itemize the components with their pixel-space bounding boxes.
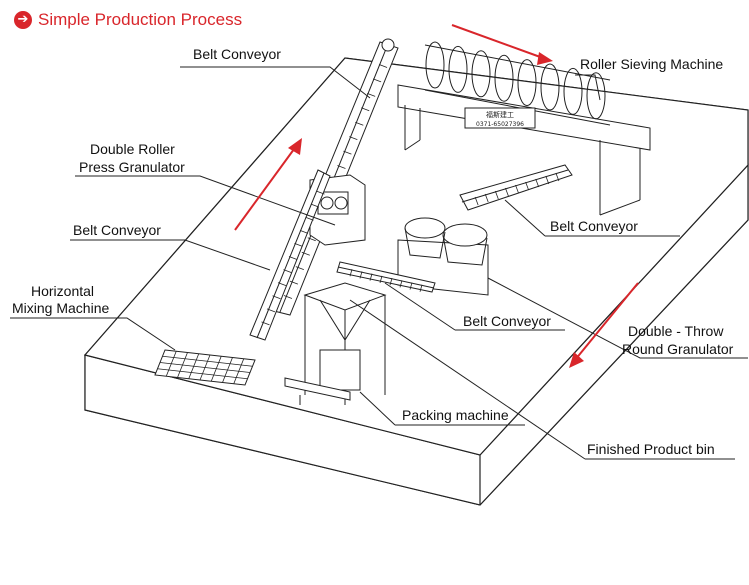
label-belt-conveyor-right: Belt Conveyor — [550, 218, 638, 234]
label-belt-conveyor-left: Belt Conveyor — [73, 222, 161, 238]
flow-arrows — [234, 24, 639, 368]
label-horizontal-mixing-1: Horizontal — [31, 283, 95, 299]
label-finished-product-bin: Finished Product bin — [587, 441, 715, 457]
packing-machine-drawing — [284, 349, 361, 405]
label-packing-machine: Packing machine — [402, 407, 509, 423]
arrow-right-circle-icon: ➔ — [14, 11, 32, 29]
leader-lines — [10, 66, 748, 460]
label-horizontal-mixing-2: Mixing Machine — [12, 300, 110, 316]
finished-product-bin — [303, 282, 387, 405]
flow-arrow-right-icon — [451, 24, 544, 59]
label-belt-conveyor-top: Belt Conveyor — [193, 46, 281, 62]
sieve-sign-line1: 福斯建工 — [486, 110, 514, 119]
sieve-sign-line2: 0371-65027396 — [476, 121, 524, 128]
label-roller-sieving-machine: Roller Sieving Machine — [580, 56, 724, 72]
belt-conveyor-right — [459, 164, 573, 211]
horizontal-mixing-machine — [154, 349, 256, 386]
belt-conveyor-mid — [336, 261, 436, 293]
roller-sieving-machine: 福斯建工 0371-65027396 — [397, 41, 651, 216]
label-double-throw-1: Double - Throw — [628, 323, 724, 339]
label-belt-conveyor-mid: Belt Conveyor — [463, 313, 551, 329]
label-double-roller-2: Press Granulator — [79, 159, 185, 175]
flow-arrow-down-icon — [574, 282, 639, 361]
page-title: Simple Production Process — [38, 10, 243, 29]
label-double-throw-2: Round Granulator — [622, 341, 734, 357]
flow-arrow-up-icon — [234, 144, 298, 231]
page-header: ➔ Simple Production Process — [14, 10, 242, 30]
label-double-roller-1: Double Roller — [90, 141, 175, 157]
belt-conveyor-left — [249, 169, 331, 341]
